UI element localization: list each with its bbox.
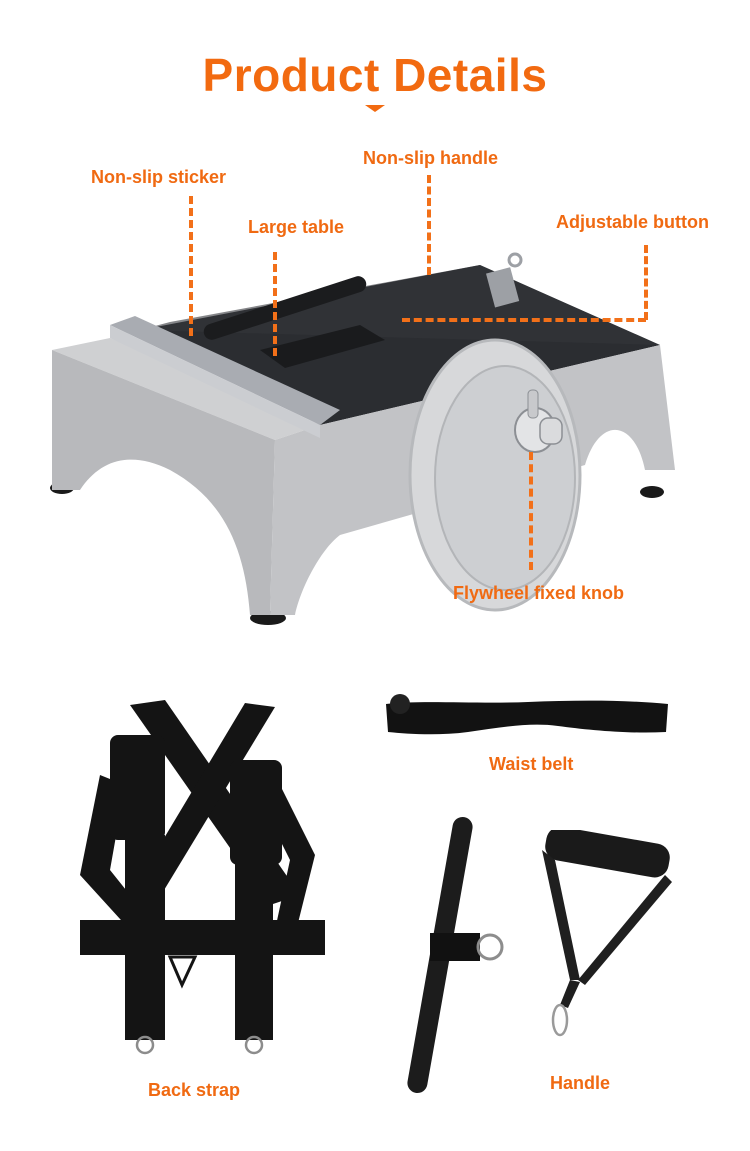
accessory-label-back-strap: Back strap <box>148 1080 241 1100</box>
callout-line-adjustable-button-h <box>402 318 646 322</box>
handle-image <box>530 830 700 1040</box>
callout-flywheel-fixed-knob: Flywheel fixed knob <box>453 583 625 603</box>
callout-non-slip-handle: Non-slip handle <box>363 148 498 168</box>
callout-non-slip-sticker: Non-slip sticker <box>91 167 227 187</box>
accessory-label-handle: Handle <box>550 1073 611 1093</box>
waist-belt-image <box>378 692 668 742</box>
accessory-label-waist-belt: Waist belt <box>489 754 574 774</box>
page-title: Product Details <box>202 49 548 101</box>
back-strap-image <box>70 695 340 1065</box>
callout-line-non-slip-sticker <box>189 196 193 336</box>
machine-image <box>40 250 720 630</box>
callout-line-large-table <box>273 252 277 356</box>
title-arrow-icon <box>365 105 385 112</box>
callout-line-adjustable-button-v <box>644 245 648 320</box>
callout-adjustable-button: Adjustable button <box>556 212 709 232</box>
callout-large-table: Large table <box>248 217 345 237</box>
callout-line-flywheel-fixed-knob <box>529 452 533 570</box>
bar-image <box>390 815 510 1095</box>
callout-line-non-slip-handle <box>427 175 431 275</box>
